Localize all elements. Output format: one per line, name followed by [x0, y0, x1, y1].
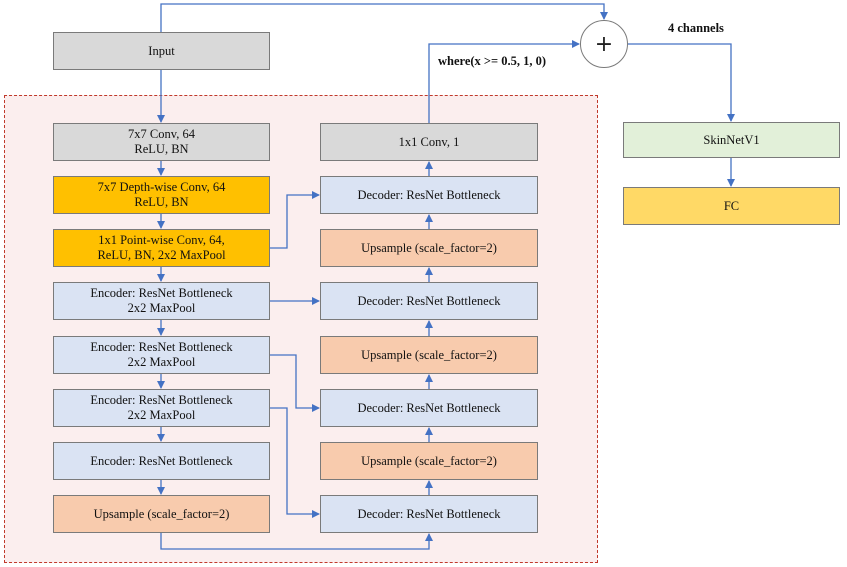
arrow-skip-enc3-to-dec4	[270, 407, 320, 518]
sum-symbol: +	[594, 31, 614, 57]
encoder-4-label: Encoder: ResNet Bottleneck	[90, 453, 233, 468]
encoder-block-4: Encoder: ResNet Bottleneck	[53, 442, 270, 480]
decoder-block-2: Decoder: ResNet Bottleneck	[320, 282, 538, 320]
encoder-2-line2: 2x2 MaxPool	[127, 355, 196, 369]
depthwise-conv-box: 7x7 Depth-wise Conv, 64 ReLU, BN	[53, 176, 270, 214]
decoder-upsample-3: Upsample (scale_factor=2)	[320, 442, 538, 480]
decoder-1-label: Decoder: ResNet Bottleneck	[357, 187, 501, 202]
threshold-label: where(x >= 0.5, 1, 0)	[438, 54, 547, 68]
encoder-2-line1: Encoder: ResNet Bottleneck	[90, 340, 233, 354]
conv7-line1: 7x7 Conv, 64	[128, 127, 195, 141]
skinnet-box: SkinNetV1	[623, 122, 840, 158]
depthwise-line2: ReLU, BN	[134, 195, 189, 209]
arrow-conv1-to-sum	[428, 40, 580, 123]
arrow-input-skip-to-sum	[160, 3, 608, 32]
encoder-1-line1: Encoder: ResNet Bottleneck	[90, 286, 233, 300]
skinnet-label: SkinNetV1	[703, 132, 760, 147]
decoder-4-label: Decoder: ResNet Bottleneck	[357, 506, 501, 521]
encoder-block-2: Encoder: ResNet Bottleneck 2x2 MaxPool	[53, 336, 270, 374]
encoder-3-line2: 2x2 MaxPool	[127, 408, 196, 422]
encoder-block-1: Encoder: ResNet Bottleneck 2x2 MaxPool	[53, 282, 270, 320]
encoder-3-line1: Encoder: ResNet Bottleneck	[90, 393, 233, 407]
conv1x1-label: 1x1 Conv, 1	[398, 134, 460, 149]
decoder-2-label: Decoder: ResNet Bottleneck	[357, 293, 501, 308]
decoder-upsample-2-label: Upsample (scale_factor=2)	[361, 347, 497, 362]
decoder-3-label: Decoder: ResNet Bottleneck	[357, 400, 501, 415]
decoder-upsample-2: Upsample (scale_factor=2)	[320, 336, 538, 374]
sum-node: +	[580, 20, 628, 68]
encoder-upsample-label: Upsample (scale_factor=2)	[93, 506, 230, 521]
arrow-sum-to-skinnet	[628, 43, 735, 122]
input-label: Input	[148, 43, 175, 58]
decoder-upsample-1-label: Upsample (scale_factor=2)	[361, 240, 497, 255]
arrow-upsample-to-dec4	[160, 533, 433, 550]
decoder-block-3: Decoder: ResNet Bottleneck	[320, 389, 538, 427]
encoder-block-3: Encoder: ResNet Bottleneck 2x2 MaxPool	[53, 389, 270, 427]
decoder-block-4: Decoder: ResNet Bottleneck	[320, 495, 538, 533]
conv1x1-box: 1x1 Conv, 1	[320, 123, 538, 161]
pointwise-conv-box: 1x1 Point-wise Conv, 64, ReLU, BN, 2x2 M…	[53, 229, 270, 267]
decoder-upsample-3-label: Upsample (scale_factor=2)	[361, 453, 497, 468]
fc-box: FC	[623, 187, 840, 225]
pointwise-line2: ReLU, BN, 2x2 MaxPool	[97, 248, 226, 262]
arrow-skip-enc2-to-dec3	[270, 354, 320, 412]
decoder-block-1: Decoder: ResNet Bottleneck	[320, 176, 538, 214]
segmentation-network-region	[4, 95, 598, 563]
arrow-skip-pointwise-to-dec1	[270, 191, 320, 249]
conv7-box: 7x7 Conv, 64 ReLU, BN	[53, 123, 270, 161]
conv7-line2: ReLU, BN	[134, 142, 189, 156]
decoder-upsample-1: Upsample (scale_factor=2)	[320, 229, 538, 267]
pointwise-line1: 1x1 Point-wise Conv, 64,	[98, 233, 225, 247]
encoder-1-line2: 2x2 MaxPool	[127, 301, 196, 315]
input-box: Input	[53, 32, 270, 70]
encoder-upsample-box: Upsample (scale_factor=2)	[53, 495, 270, 533]
depthwise-line1: 7x7 Depth-wise Conv, 64	[97, 180, 226, 194]
fc-label: FC	[723, 198, 740, 213]
channels-label: 4 channels	[668, 21, 724, 35]
